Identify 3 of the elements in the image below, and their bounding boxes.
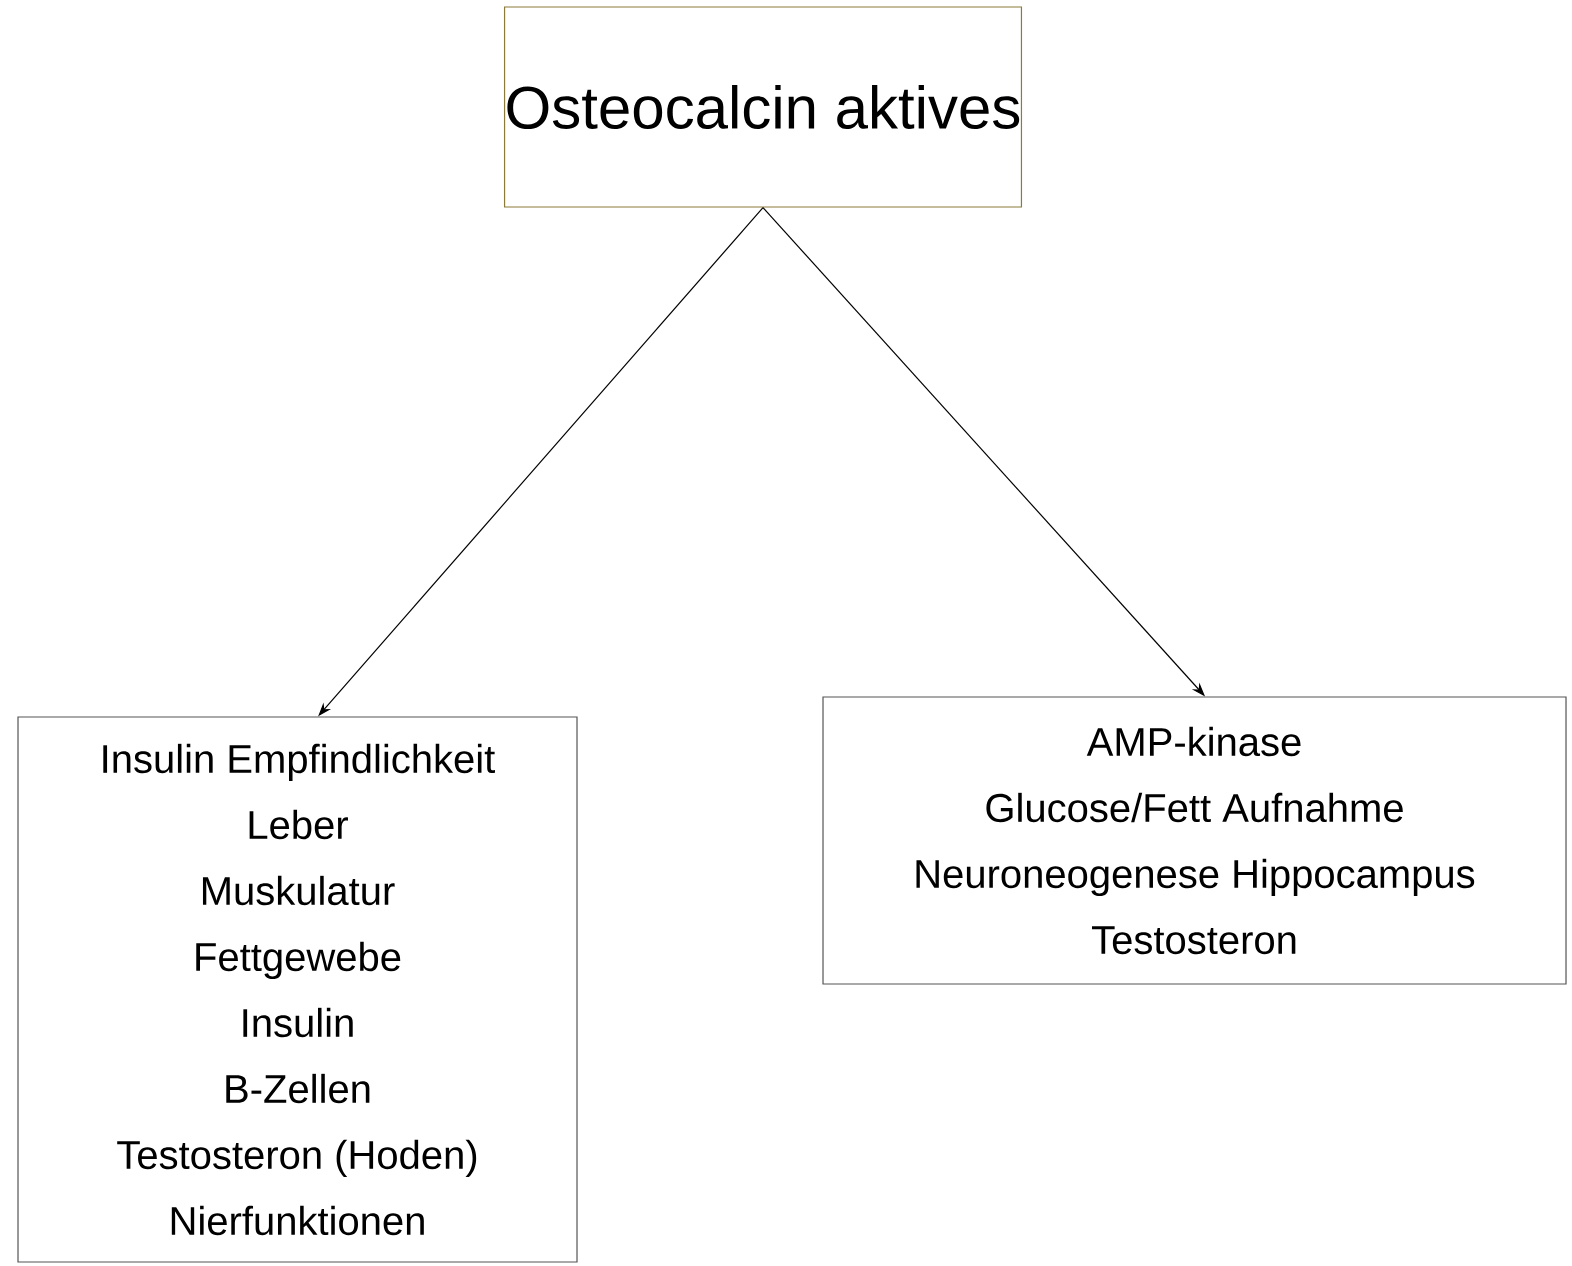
title-box: Osteocalcin aktives [503,6,1023,208]
effect-box: Insulin Empfindlichkeit Leber Muskulatur Fettgewebe Insulin B-Zellen Testosteron (Hoden) Nierfunktionen [17,716,578,1263]
effect-box: AMP-kinase Glucose/Fett Aufnahme Neuroneogenese Hippocampus Testosteron [822,696,1567,985]
